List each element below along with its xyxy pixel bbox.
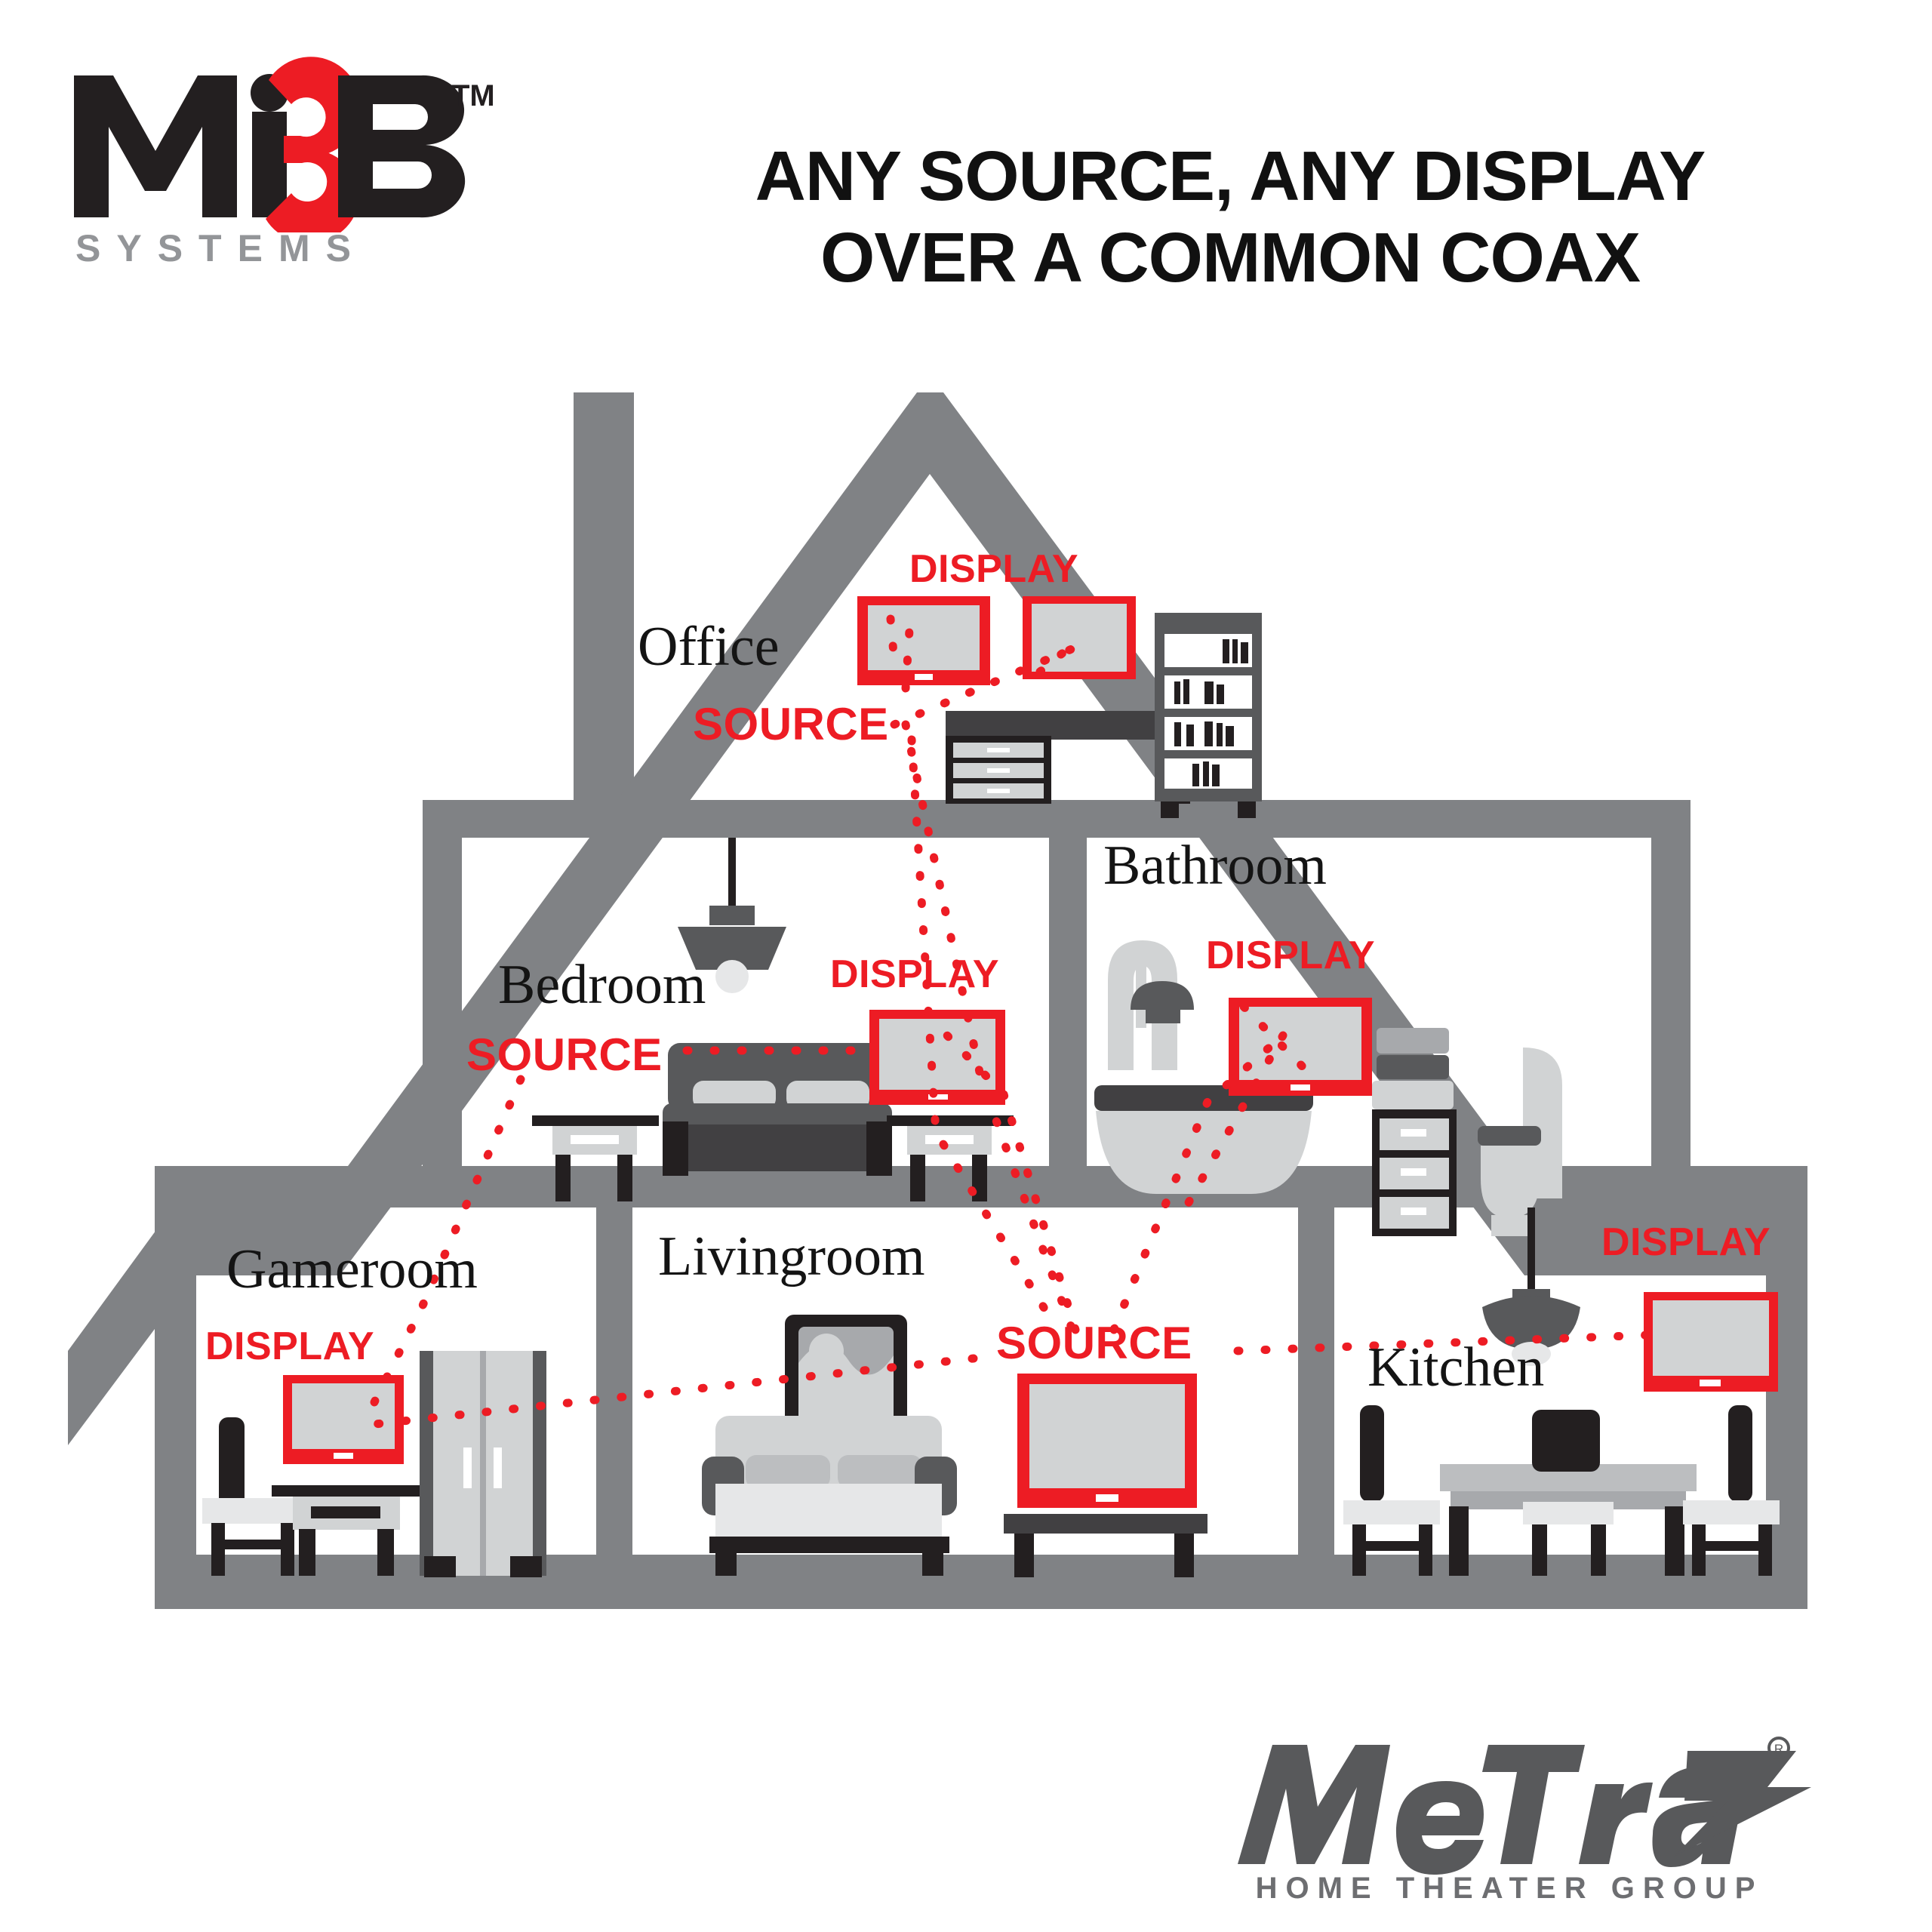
svg-text:TM: TM — [451, 79, 495, 112]
bathroom-bathtub — [1094, 940, 1313, 1194]
metra-logo: R — [1208, 1728, 1811, 1917]
bathroom-display-tv — [1229, 998, 1372, 1096]
room-label-livingroom: Livingroom — [658, 1226, 925, 1287]
bedroom-display-tag: DISPLAY — [830, 952, 1000, 996]
coax-source-to-bathroom-display — [1109, 1031, 1287, 1334]
registered-mark-icon: R — [1767, 1737, 1790, 1759]
gameroom-display-tag: DISPLAY — [205, 1324, 375, 1368]
room-label-bedroom: Bedroom — [498, 954, 706, 1016]
room-office — [857, 596, 1262, 818]
bedroom-display-tv — [869, 1010, 1005, 1105]
kitchen-pendant-light — [1482, 1208, 1580, 1366]
room-bathroom — [1094, 940, 1562, 1236]
m3b-logo-subtitle: SYSTEMS — [75, 227, 367, 269]
coax-dotted-connections — [350, 614, 1672, 1431]
bathroom-display-tag: DISPLAY — [1206, 934, 1376, 977]
coax-bathroom-down — [1173, 1031, 1287, 1227]
kitchen-display-tag: DISPLAY — [1601, 1220, 1771, 1264]
bedroom-source-tag: SOURCE — [466, 1029, 663, 1080]
coax-bedroom-to-gameroom — [365, 1075, 525, 1416]
gameroom-cabinet — [420, 1351, 546, 1577]
kitchen-dining-table — [1440, 1464, 1697, 1576]
gameroom-display-tv — [283, 1375, 404, 1464]
headline-line-2: OVER A COMMON COAX — [820, 217, 1641, 297]
coax-office-monitor-lead — [886, 614, 900, 675]
m3b-logo: TM — [66, 36, 534, 232]
room-kitchen — [1343, 1208, 1780, 1576]
bedroom-pendant-light — [678, 838, 786, 993]
office-bookshelf — [1155, 613, 1262, 818]
metra-tagline: HOME THEATER GROUP — [1255, 1872, 1764, 1905]
livingroom-tv-stand — [1004, 1514, 1208, 1577]
livingroom-sofa — [702, 1416, 957, 1576]
coax-office-to-monitor — [901, 614, 915, 693]
gameroom-chair — [202, 1417, 302, 1576]
office-source-tag: SOURCE — [693, 699, 889, 749]
office-display-monitor — [857, 596, 990, 685]
kitchen-chair-left — [1343, 1405, 1440, 1576]
kitchen-display-tv — [1644, 1292, 1778, 1392]
gameroom-desk — [272, 1485, 421, 1576]
coax-office-down-2 — [907, 735, 1061, 1333]
page-title: ANY SOURCE, ANY DISPLAY OVER A COMMON CO… — [604, 136, 1857, 299]
coax-source-to-gameroom-display — [350, 1354, 978, 1431]
kitchen-chair-center — [1523, 1410, 1614, 1576]
coax-source-to-kitchen-display — [1233, 1330, 1672, 1355]
room-gameroom — [202, 1351, 546, 1577]
bathroom-towel-cabinet — [1372, 1028, 1457, 1236]
livingroom-source-tag: SOURCE — [996, 1318, 1192, 1368]
bathroom-toilet — [1478, 1048, 1562, 1236]
livingroom-source-tv — [1017, 1374, 1197, 1508]
room-bedroom — [532, 838, 1014, 1201]
coax-office-to-livingroom — [901, 720, 1076, 1333]
office-display-tag: DISPLAY — [909, 547, 1079, 591]
room-label-gameroom: Gameroom — [226, 1238, 478, 1300]
headline-line-1: ANY SOURCE, ANY DISPLAY — [755, 137, 1706, 215]
kitchen-chair-right — [1683, 1405, 1780, 1576]
bedroom-bed — [663, 1043, 892, 1176]
coax-source-to-bedroom-display — [943, 1031, 1080, 1334]
room-label-kitchen: Kitchen — [1367, 1337, 1545, 1398]
coax-office-screen-lead — [1035, 646, 1070, 676]
svg-text:R: R — [1774, 1742, 1783, 1756]
livingroom-wall-art — [785, 1315, 907, 1435]
room-livingroom — [702, 1315, 1208, 1577]
office-display-screen — [1023, 596, 1136, 679]
room-label-bathroom: Bathroom — [1103, 835, 1327, 897]
bedroom-nightstand-left — [532, 1115, 659, 1201]
coax-office-to-screen — [890, 645, 1076, 729]
room-label-office: Office — [638, 616, 780, 678]
